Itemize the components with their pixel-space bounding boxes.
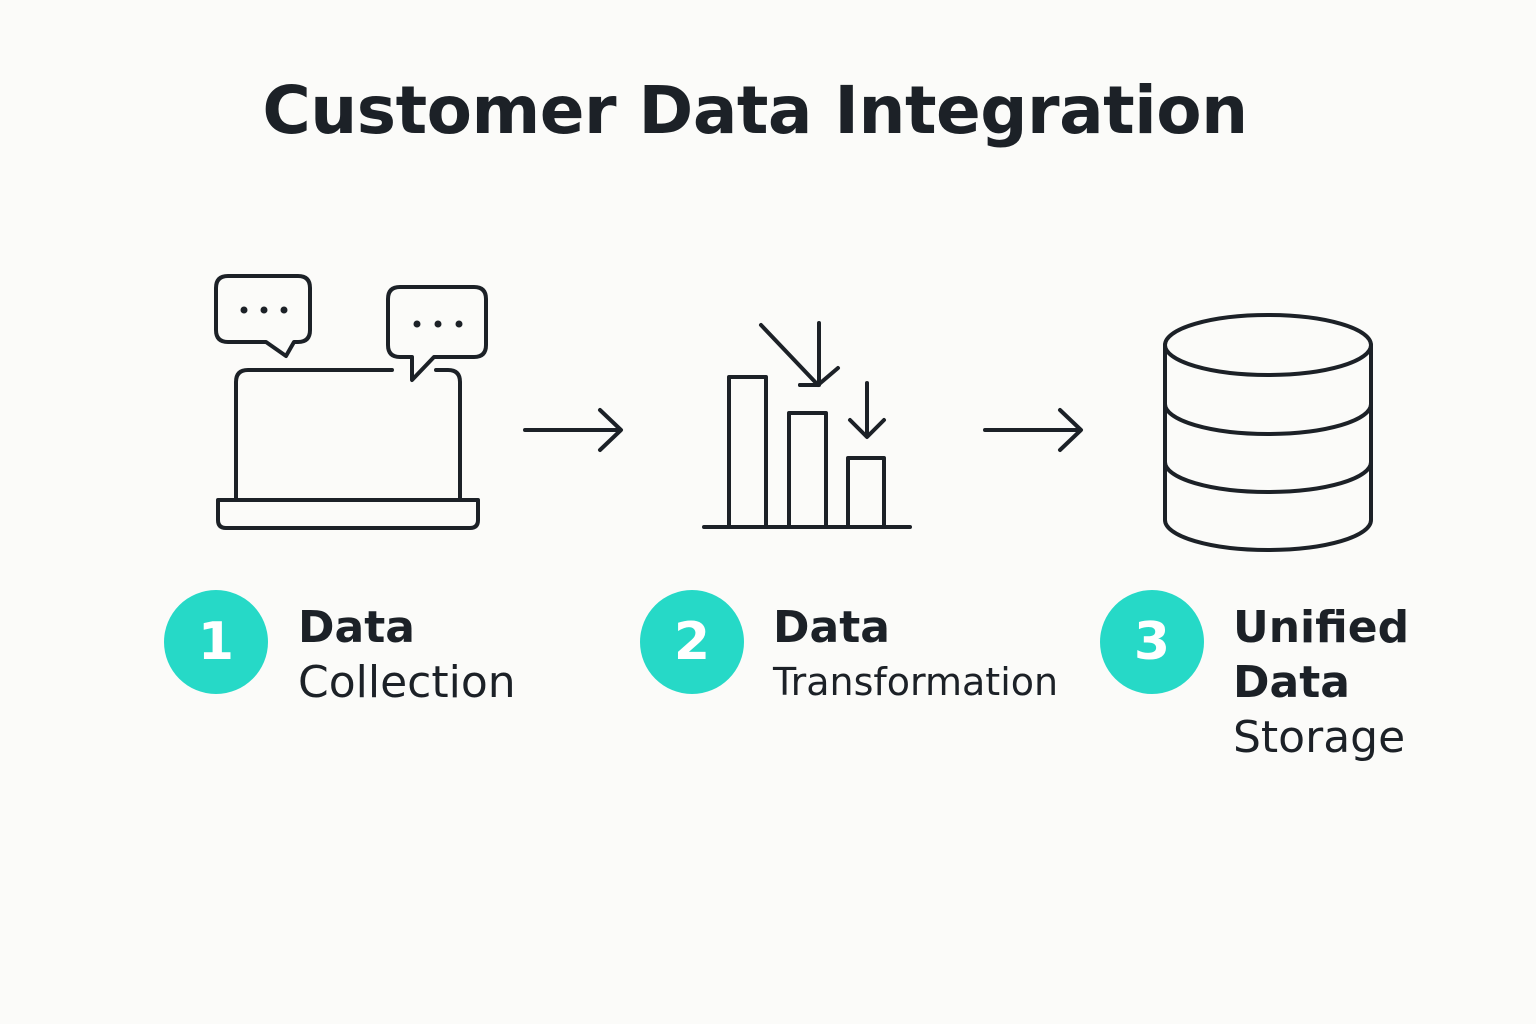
step-2-subtitle: Transformation	[773, 660, 1059, 704]
chat-bubble-right	[386, 285, 488, 382]
step-3-title-line-1: Unified	[1233, 602, 1410, 653]
database-body	[1163, 343, 1373, 552]
step-2-title: Data	[773, 602, 890, 653]
database-top	[1163, 313, 1373, 377]
database-ring-1	[1163, 402, 1373, 436]
chat-bubble-left	[214, 274, 312, 358]
laptop-with-chat-bubbles-icon	[214, 274, 488, 530]
chart-bar-1	[727, 375, 768, 529]
laptop-base	[216, 498, 480, 530]
bar-chart-with-down-arrows-icon	[702, 321, 912, 529]
database-ring-2	[1163, 460, 1373, 494]
step-1-label: Data Collection	[298, 600, 516, 710]
down-arrow-diagonal	[759, 323, 820, 387]
database-icon	[1163, 313, 1373, 552]
page-title: Customer Data Integration	[262, 72, 1248, 149]
step-3-title-line-2: Data	[1233, 657, 1350, 708]
step-1-title: Data	[298, 602, 415, 653]
step-3-subtitle: Storage	[1233, 712, 1406, 763]
step-1-subtitle: Collection	[298, 657, 516, 708]
step-3-badge: 3	[1100, 590, 1204, 694]
right-arrow-icon	[523, 408, 623, 452]
chart-bar-2	[787, 411, 828, 529]
right-arrow-icon	[983, 408, 1083, 452]
chart-bar-3	[846, 456, 886, 529]
laptop-screen	[234, 368, 462, 502]
step-1-badge: 1	[164, 590, 268, 694]
step-2-badge: 2	[640, 590, 744, 694]
step-3-label: Unified Data Storage	[1233, 600, 1409, 765]
step-2-label: Data Transformation	[773, 600, 1058, 710]
